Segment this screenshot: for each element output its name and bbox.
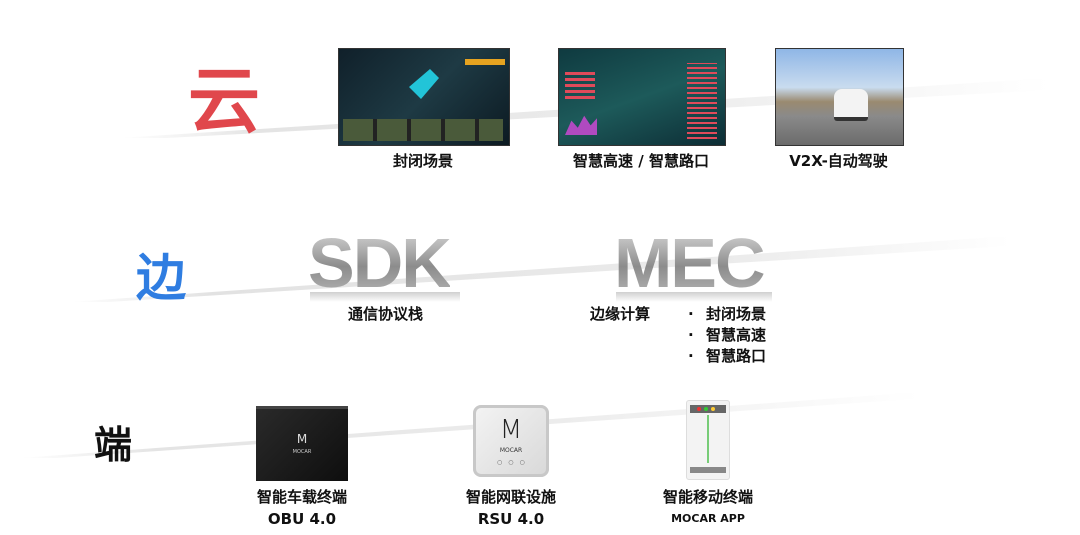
cloud-item-label: 智慧高速 / 智慧路口 bbox=[573, 152, 709, 170]
obu-brand: MOCAR bbox=[292, 449, 312, 455]
autonomous-shuttle-photo bbox=[775, 48, 904, 146]
dashboard-screenshot bbox=[338, 48, 510, 146]
analytics-screenshot bbox=[558, 48, 726, 146]
device-item-sub: RSU 4.0 bbox=[477, 510, 545, 528]
device-item-label: 智能车载终端 bbox=[256, 488, 347, 506]
sdk-caption: 通信协议栈 bbox=[348, 305, 424, 323]
sdk-reflection bbox=[310, 292, 460, 302]
cloud-item-label: V2X-自动驾驶 bbox=[789, 152, 888, 170]
mec-caption: 边缘计算 bbox=[590, 305, 651, 323]
device-item-label: 智能网联设施 bbox=[465, 488, 556, 506]
mec-title: MEC bbox=[614, 224, 766, 302]
mec-bullet-list: ·封闭场景 ·智慧高速 ·智慧路口 bbox=[688, 304, 766, 367]
device-item-sub: OBU 4.0 bbox=[267, 510, 337, 528]
mec-reflection bbox=[616, 292, 772, 302]
mec-bullet: ·智慧路口 bbox=[688, 347, 767, 365]
mec-bullet: ·智慧高速 bbox=[688, 326, 767, 344]
rsu-brand: MOCAR bbox=[499, 447, 523, 454]
cloud-tier-label: 云 bbox=[188, 59, 261, 143]
edge-band bbox=[70, 236, 1010, 302]
device-item-label: 智能移动终端 bbox=[662, 488, 753, 506]
mec-bullet: ·封闭场景 bbox=[688, 305, 767, 323]
rsu-device-image: M MOCAR ○○○ bbox=[473, 405, 549, 477]
device-item-sub: MOCAR APP bbox=[671, 512, 745, 525]
device-band bbox=[20, 392, 920, 458]
cloud-item-label: 封闭场景 bbox=[392, 152, 453, 170]
sdk-title: SDK bbox=[308, 224, 452, 302]
mobile-app-image bbox=[686, 400, 730, 480]
obu-device-image: M MOCAR bbox=[256, 406, 348, 481]
device-tier-label: 端 bbox=[94, 423, 133, 467]
edge-tier-label: 边 bbox=[136, 249, 186, 307]
